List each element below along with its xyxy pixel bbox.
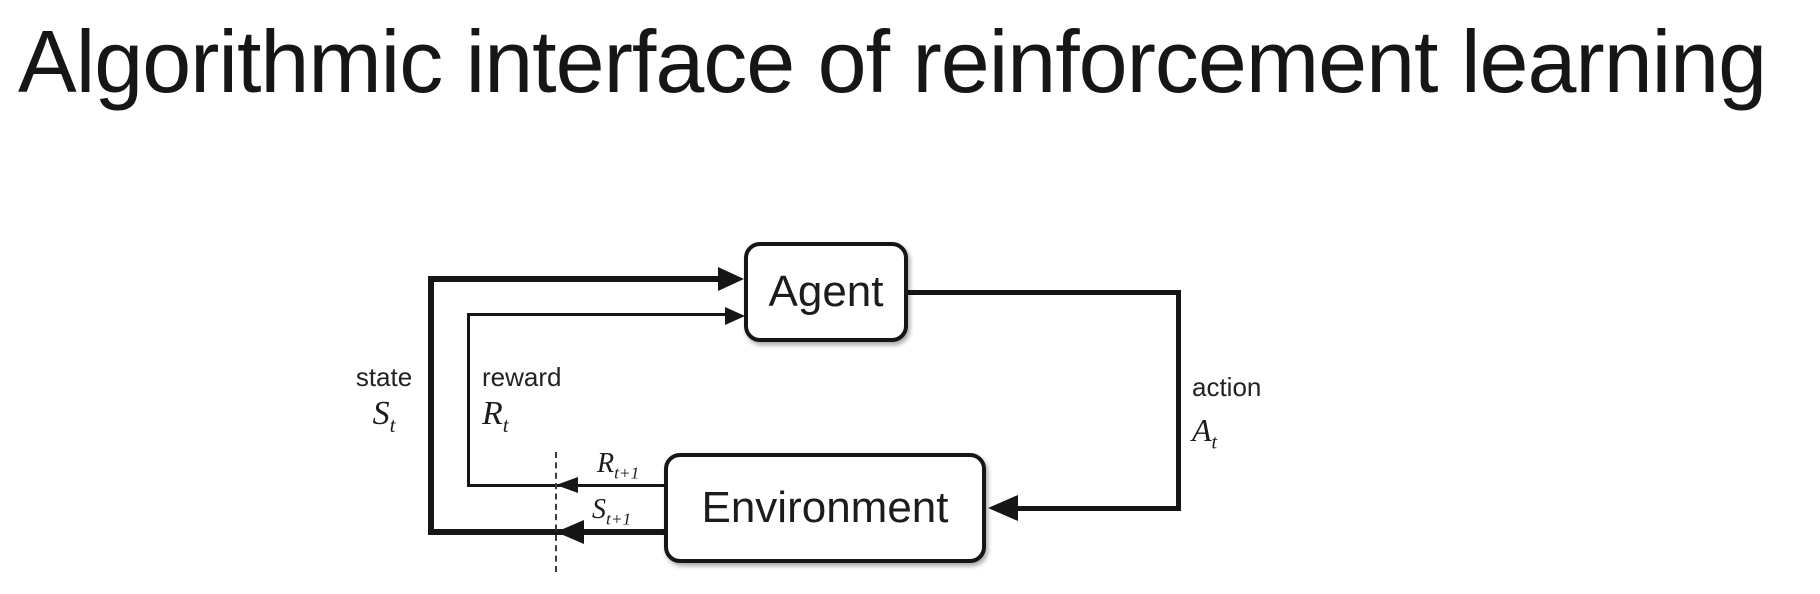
state-loop-vertical-line — [428, 276, 434, 535]
environment-box: Environment — [664, 453, 986, 563]
slide-title: Algorithmic interface of reinforcement l… — [18, 12, 1767, 111]
agent-box: Agent — [744, 242, 908, 342]
state-label: state — [355, 362, 413, 392]
state-symbol: St — [372, 395, 396, 437]
reward-loop-vertical-line — [467, 313, 470, 486]
state-next-symbol: St+1 — [592, 494, 632, 529]
action-symbol: At — [1192, 412, 1218, 454]
reward-label: reward — [482, 362, 562, 392]
action-loop-top-line — [906, 290, 1181, 295]
reward-symbol: Rt — [482, 395, 509, 437]
reward-loop-top-line — [467, 313, 727, 316]
action-loop-bottom-line — [1006, 506, 1181, 511]
reward-next-symbol: Rt+1 — [597, 448, 640, 483]
state-loop-top-line — [428, 276, 720, 282]
action-to-environment-arrowhead-icon — [988, 495, 1018, 521]
environment-label: Environment — [701, 483, 949, 532]
state-next-line — [428, 529, 666, 535]
agent-label: Agent — [768, 267, 884, 316]
reward-next-arrowhead-icon — [556, 477, 578, 493]
reward-to-agent-arrowhead-icon — [725, 307, 745, 325]
state-to-agent-arrowhead-icon — [718, 267, 744, 291]
time-step-boundary-dashed-line — [555, 452, 557, 572]
action-label: action — [1192, 372, 1262, 402]
state-next-arrowhead-icon — [556, 520, 584, 544]
action-loop-vertical-line — [1176, 290, 1181, 511]
